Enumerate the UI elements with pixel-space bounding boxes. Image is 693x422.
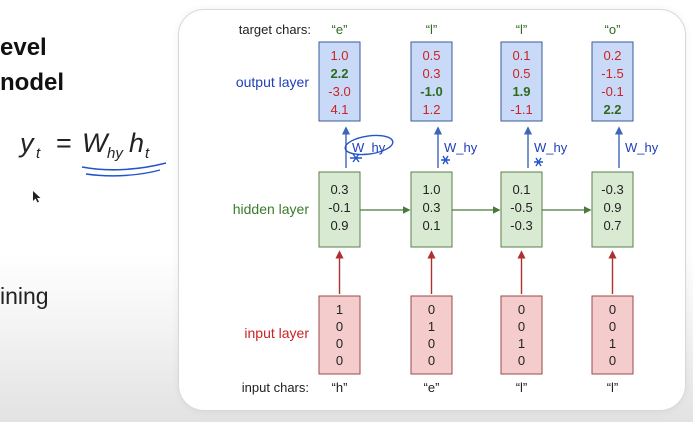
equation-weight-subscript: hy: [107, 145, 124, 162]
target-char-2: “l”: [516, 22, 528, 37]
hidden-value-3-2: 0.7: [603, 218, 621, 233]
output-value-0-1: 2.2: [330, 66, 348, 81]
input-value-1-2: 0: [428, 336, 435, 351]
output-value-2-2: 1.9: [512, 84, 530, 99]
output-value-2-3: -1.1: [510, 102, 532, 117]
input-value-1-3: 0: [428, 353, 435, 368]
equation-underline-annotation-2: [85, 169, 161, 177]
equation-lhs: y: [18, 128, 35, 158]
input-char-0: “h”: [332, 380, 348, 395]
input-value-3-3: 0: [609, 353, 616, 368]
equation-hidden-subscript: t: [145, 145, 150, 162]
hidden-value-2-2: -0.3: [510, 218, 532, 233]
hidden-value-1-1: 0.3: [422, 200, 440, 215]
input-value-3-0: 0: [609, 302, 616, 317]
input-char-3: “l”: [607, 380, 619, 395]
input-value-3-1: 0: [609, 319, 616, 334]
input-chars-label: input chars:: [242, 380, 309, 395]
input-value-3-2: 1: [609, 336, 616, 351]
output-value-1-1: 0.3: [422, 66, 440, 81]
input-char-2: “l”: [516, 380, 528, 395]
target-char-1: “l”: [426, 22, 438, 37]
output-value-1-0: 0.5: [422, 48, 440, 63]
input-value-2-0: 0: [518, 302, 525, 317]
hidden-box-3: [591, 171, 634, 248]
output-value-2-0: 0.1: [512, 48, 530, 63]
weight-label-2: W_hy: [534, 140, 568, 155]
output-box-2: [500, 41, 543, 122]
input-box-1: [410, 295, 453, 375]
hidden-layer-label: hidden layer: [233, 201, 310, 217]
input-value-0-3: 0: [336, 353, 343, 368]
pen-annotations: [344, 134, 543, 167]
output-value-0-2: -3.0: [328, 84, 350, 99]
input-box-0: [318, 295, 361, 375]
output-value-1-3: 1.2: [422, 102, 440, 117]
target-char-3: “o”: [605, 22, 621, 37]
output-box-1: [410, 41, 453, 122]
equation-equals: =: [56, 128, 72, 158]
input-value-1-0: 0: [428, 302, 435, 317]
output-value-3-1: -1.5: [601, 66, 623, 81]
input-value-2-1: 0: [518, 319, 525, 334]
input-value-2-3: 0: [518, 353, 525, 368]
output-value-3-3: 2.2: [603, 102, 621, 117]
input-char-1: “e”: [424, 380, 440, 395]
output-value-0-0: 1.0: [330, 48, 348, 63]
equation-underline-annotation: [81, 162, 167, 171]
weight-label-3: W_hy: [625, 140, 659, 155]
hidden-value-0-1: -0.1: [328, 200, 350, 215]
output-value-3-2: -0.1: [601, 84, 623, 99]
output-value-2-1: 0.5: [512, 66, 530, 81]
weight-label-0: W_hy: [352, 140, 386, 155]
hidden-value-1-0: 1.0: [422, 182, 440, 197]
output-value-0-3: 4.1: [330, 102, 348, 117]
target-chars-label: target chars:: [239, 22, 311, 37]
equation-hidden: h: [129, 128, 144, 158]
hidden-value-3-1: 0.9: [603, 200, 621, 215]
hidden-value-2-0: 0.1: [512, 182, 530, 197]
equation-weight: W: [82, 128, 110, 158]
input-box-2: [500, 295, 543, 375]
hidden-value-0-2: 0.9: [330, 218, 348, 233]
input-value-1-1: 1: [428, 319, 435, 334]
hidden-value-0-0: 0.3: [330, 182, 348, 197]
target-char-0: “e”: [332, 22, 348, 37]
output-box-0: [318, 41, 361, 122]
hidden-value-2-1: -0.5: [510, 200, 532, 215]
hidden-box-2: [500, 171, 543, 248]
input-value-0-2: 0: [336, 336, 343, 351]
equation-lhs-subscript: t: [36, 145, 41, 162]
hidden-box-1: [410, 171, 453, 248]
hidden-box-0: [318, 171, 361, 248]
input-box-3: [591, 295, 634, 375]
output-value-1-2: -1.0: [420, 84, 442, 99]
mouse-cursor-icon: [33, 191, 41, 203]
slide-heading-line-1: evel: [0, 34, 47, 61]
slide-heading-line-2: nodel: [0, 69, 64, 96]
equation: y t = W hy h t: [18, 128, 167, 177]
input-layer-label: input layer: [244, 325, 309, 341]
diagram-columns: “e” 1.0 2.2 -3.0 4.1W_hy 0.3 -0.1 0.9 1 0 0 0 “h” “l”…: [318, 22, 659, 395]
input-value-2-2: 1: [518, 336, 525, 351]
slide-partial-text: ining: [0, 283, 49, 309]
output-box-3: [591, 41, 634, 122]
hidden-value-1-2: 0.1: [422, 218, 440, 233]
output-layer-label: output layer: [236, 74, 309, 90]
weight-label-1: W_hy: [444, 140, 478, 155]
output-value-3-0: 0.2: [603, 48, 621, 63]
input-value-0-0: 1: [336, 302, 343, 317]
input-value-0-1: 0: [336, 319, 343, 334]
hidden-value-3-0: -0.3: [601, 182, 623, 197]
